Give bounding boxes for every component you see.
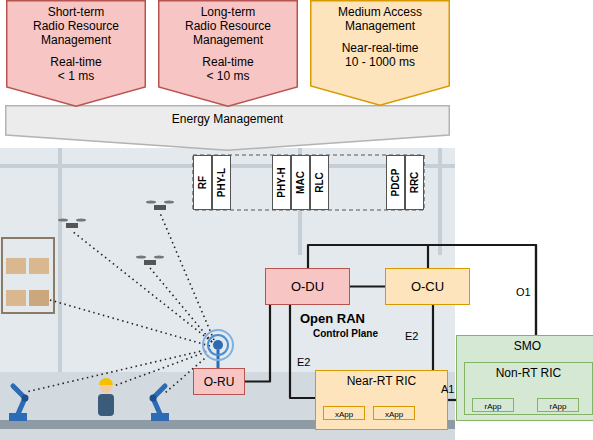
arrow-outline (311, 1, 450, 106)
protocol-layer: RF (193, 155, 212, 210)
roof-beam (438, 148, 442, 255)
function-box: xApp (373, 406, 415, 420)
container-box: SMO Non-RT RIC rApp rApp (456, 335, 593, 421)
drone-rotor (58, 219, 68, 222)
node-label: Non-RT RIC (465, 363, 592, 380)
drone (136, 256, 164, 266)
node-label: Real-time < 1 ms (48, 55, 104, 83)
container-box: Near-RT RIC xApp xApp (315, 370, 448, 430)
drone-rotor (76, 219, 86, 222)
node-label: Long-term Radio Resource Management (184, 5, 272, 47)
node-label: O-CU (411, 279, 444, 294)
node-label: Near-RT RIC (316, 371, 447, 388)
interface-label: E2 (405, 330, 418, 342)
node-label: O-RU (204, 375, 235, 389)
drone-rotor (136, 256, 146, 259)
antenna-core (213, 340, 223, 350)
worker-helmet (99, 378, 113, 385)
node-label: PDCP (390, 169, 401, 197)
roof-beams (0, 148, 455, 372)
radio-link (26, 349, 210, 392)
radio-link (72, 231, 212, 342)
protocol-layer: PDCP (386, 155, 405, 210)
protocol-layer: RLC (310, 155, 329, 210)
node-label: xApp (385, 407, 403, 419)
node-label: PHY-L (216, 168, 227, 197)
radio-links (26, 213, 214, 393)
arrow-block: Short-term Radio Resource ManagementReal… (6, 0, 146, 107)
roof-beam (58, 148, 62, 372)
container-box: Non-RT RIC rApp rApp (464, 362, 593, 415)
node-label: RF (197, 176, 208, 189)
drone-body (66, 223, 78, 228)
drone-body (144, 260, 156, 265)
node-label: rApp (485, 399, 502, 411)
antenna-wave (203, 330, 233, 360)
drone-rotor (146, 201, 156, 204)
shelf-frame (2, 238, 54, 313)
parcel (6, 258, 26, 274)
protocol-layer: MAC (291, 155, 310, 210)
node-label: PHY-H (276, 167, 287, 198)
interface-label: E2 (297, 356, 310, 368)
function-box: xApp (323, 406, 365, 420)
robot-arm (9, 386, 29, 421)
robot-joint (150, 395, 157, 402)
arrow-outline (6, 106, 450, 151)
function-box: rApp (472, 398, 514, 412)
node-label: Short-term Radio Resource Management (32, 5, 120, 47)
parcel (29, 290, 49, 306)
radio-link (160, 213, 214, 340)
node-label: MAC (295, 171, 306, 194)
arrow-block: Energy Management (5, 105, 450, 151)
arrow-outline (7, 1, 146, 107)
node-label: Energy Management (172, 112, 283, 126)
node-label: SMO (457, 336, 593, 353)
node-label: O-DU (291, 279, 324, 294)
node-label: RLC (314, 172, 325, 193)
worker (98, 378, 114, 416)
protocol-layer: PHY-H (272, 155, 291, 210)
arrow-block: Long-term Radio Resource ManagementReal-… (158, 0, 298, 107)
protocol-layer: PHY-L (212, 155, 231, 210)
interface-link (432, 305, 434, 370)
parcel (29, 258, 49, 274)
drone-body (154, 205, 166, 210)
plane-label: Open RAN (300, 311, 365, 326)
function-box: O-CU (385, 268, 470, 305)
node-label: Near-real-time 10 - 1000 ms (336, 41, 424, 69)
interface-link (448, 399, 456, 401)
function-box: O-RU (193, 368, 245, 395)
worker-body (98, 394, 114, 416)
drone (146, 201, 174, 211)
interface-link (245, 305, 270, 382)
shelf (2, 238, 54, 313)
plane-label: Control Plane (313, 328, 378, 339)
drone-rotor (154, 256, 164, 259)
antenna (203, 330, 233, 368)
interface-link (350, 285, 385, 287)
protocol-stack-outline (193, 155, 424, 210)
antenna-wave (208, 335, 228, 355)
function-box: O-DU (265, 268, 350, 305)
node-label: Real-time < 10 ms (200, 55, 256, 83)
drone (58, 219, 86, 229)
node-label: xApp (335, 407, 353, 419)
protocol-layer: RRC (405, 155, 424, 210)
interface-label: O1 (516, 286, 531, 298)
parcel (6, 290, 26, 306)
interface-label: A1 (441, 383, 454, 395)
radio-link (50, 300, 210, 346)
robot-joint (22, 395, 29, 402)
arrow-outline (159, 1, 298, 107)
arrow-block: Medium Access ManagementNear-real-time 1… (310, 0, 450, 106)
node-label: RRC (409, 172, 420, 194)
node-label: rApp (550, 399, 567, 411)
arrow-shape (5, 105, 450, 151)
node-label: Medium Access Management (336, 5, 424, 33)
drone-rotor (164, 201, 174, 204)
radio-link (150, 268, 212, 342)
function-box: rApp (537, 398, 579, 412)
